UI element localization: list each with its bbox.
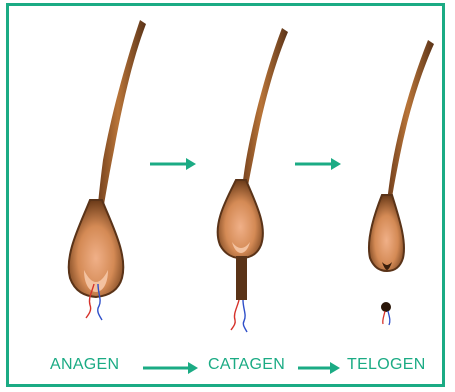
telogen-blood-vessel-red xyxy=(383,311,385,324)
telogen-club-bulb xyxy=(369,195,404,271)
catagen-blood-vessel-blue xyxy=(243,300,247,332)
catagen-blood-vessel-red xyxy=(231,300,239,330)
telogen-hair xyxy=(369,40,434,325)
telogen-shaft xyxy=(386,40,434,212)
anagen-hair xyxy=(69,20,146,320)
catagen-hair xyxy=(218,28,288,332)
catagen-bulb xyxy=(218,180,263,258)
arrow-icon xyxy=(143,362,198,374)
arrow-icon xyxy=(298,362,340,374)
arrow-icon xyxy=(150,158,196,170)
catagen-label: CATAGEN xyxy=(208,356,285,374)
telogen-detached-papilla xyxy=(381,302,391,312)
telogen-label: TELOGEN xyxy=(347,356,426,374)
telogen-blood-vessel-blue xyxy=(388,311,390,325)
arrow-icon xyxy=(295,158,341,170)
catagen-regressing-root xyxy=(236,256,247,300)
anagen-label: ANAGEN xyxy=(50,356,119,374)
